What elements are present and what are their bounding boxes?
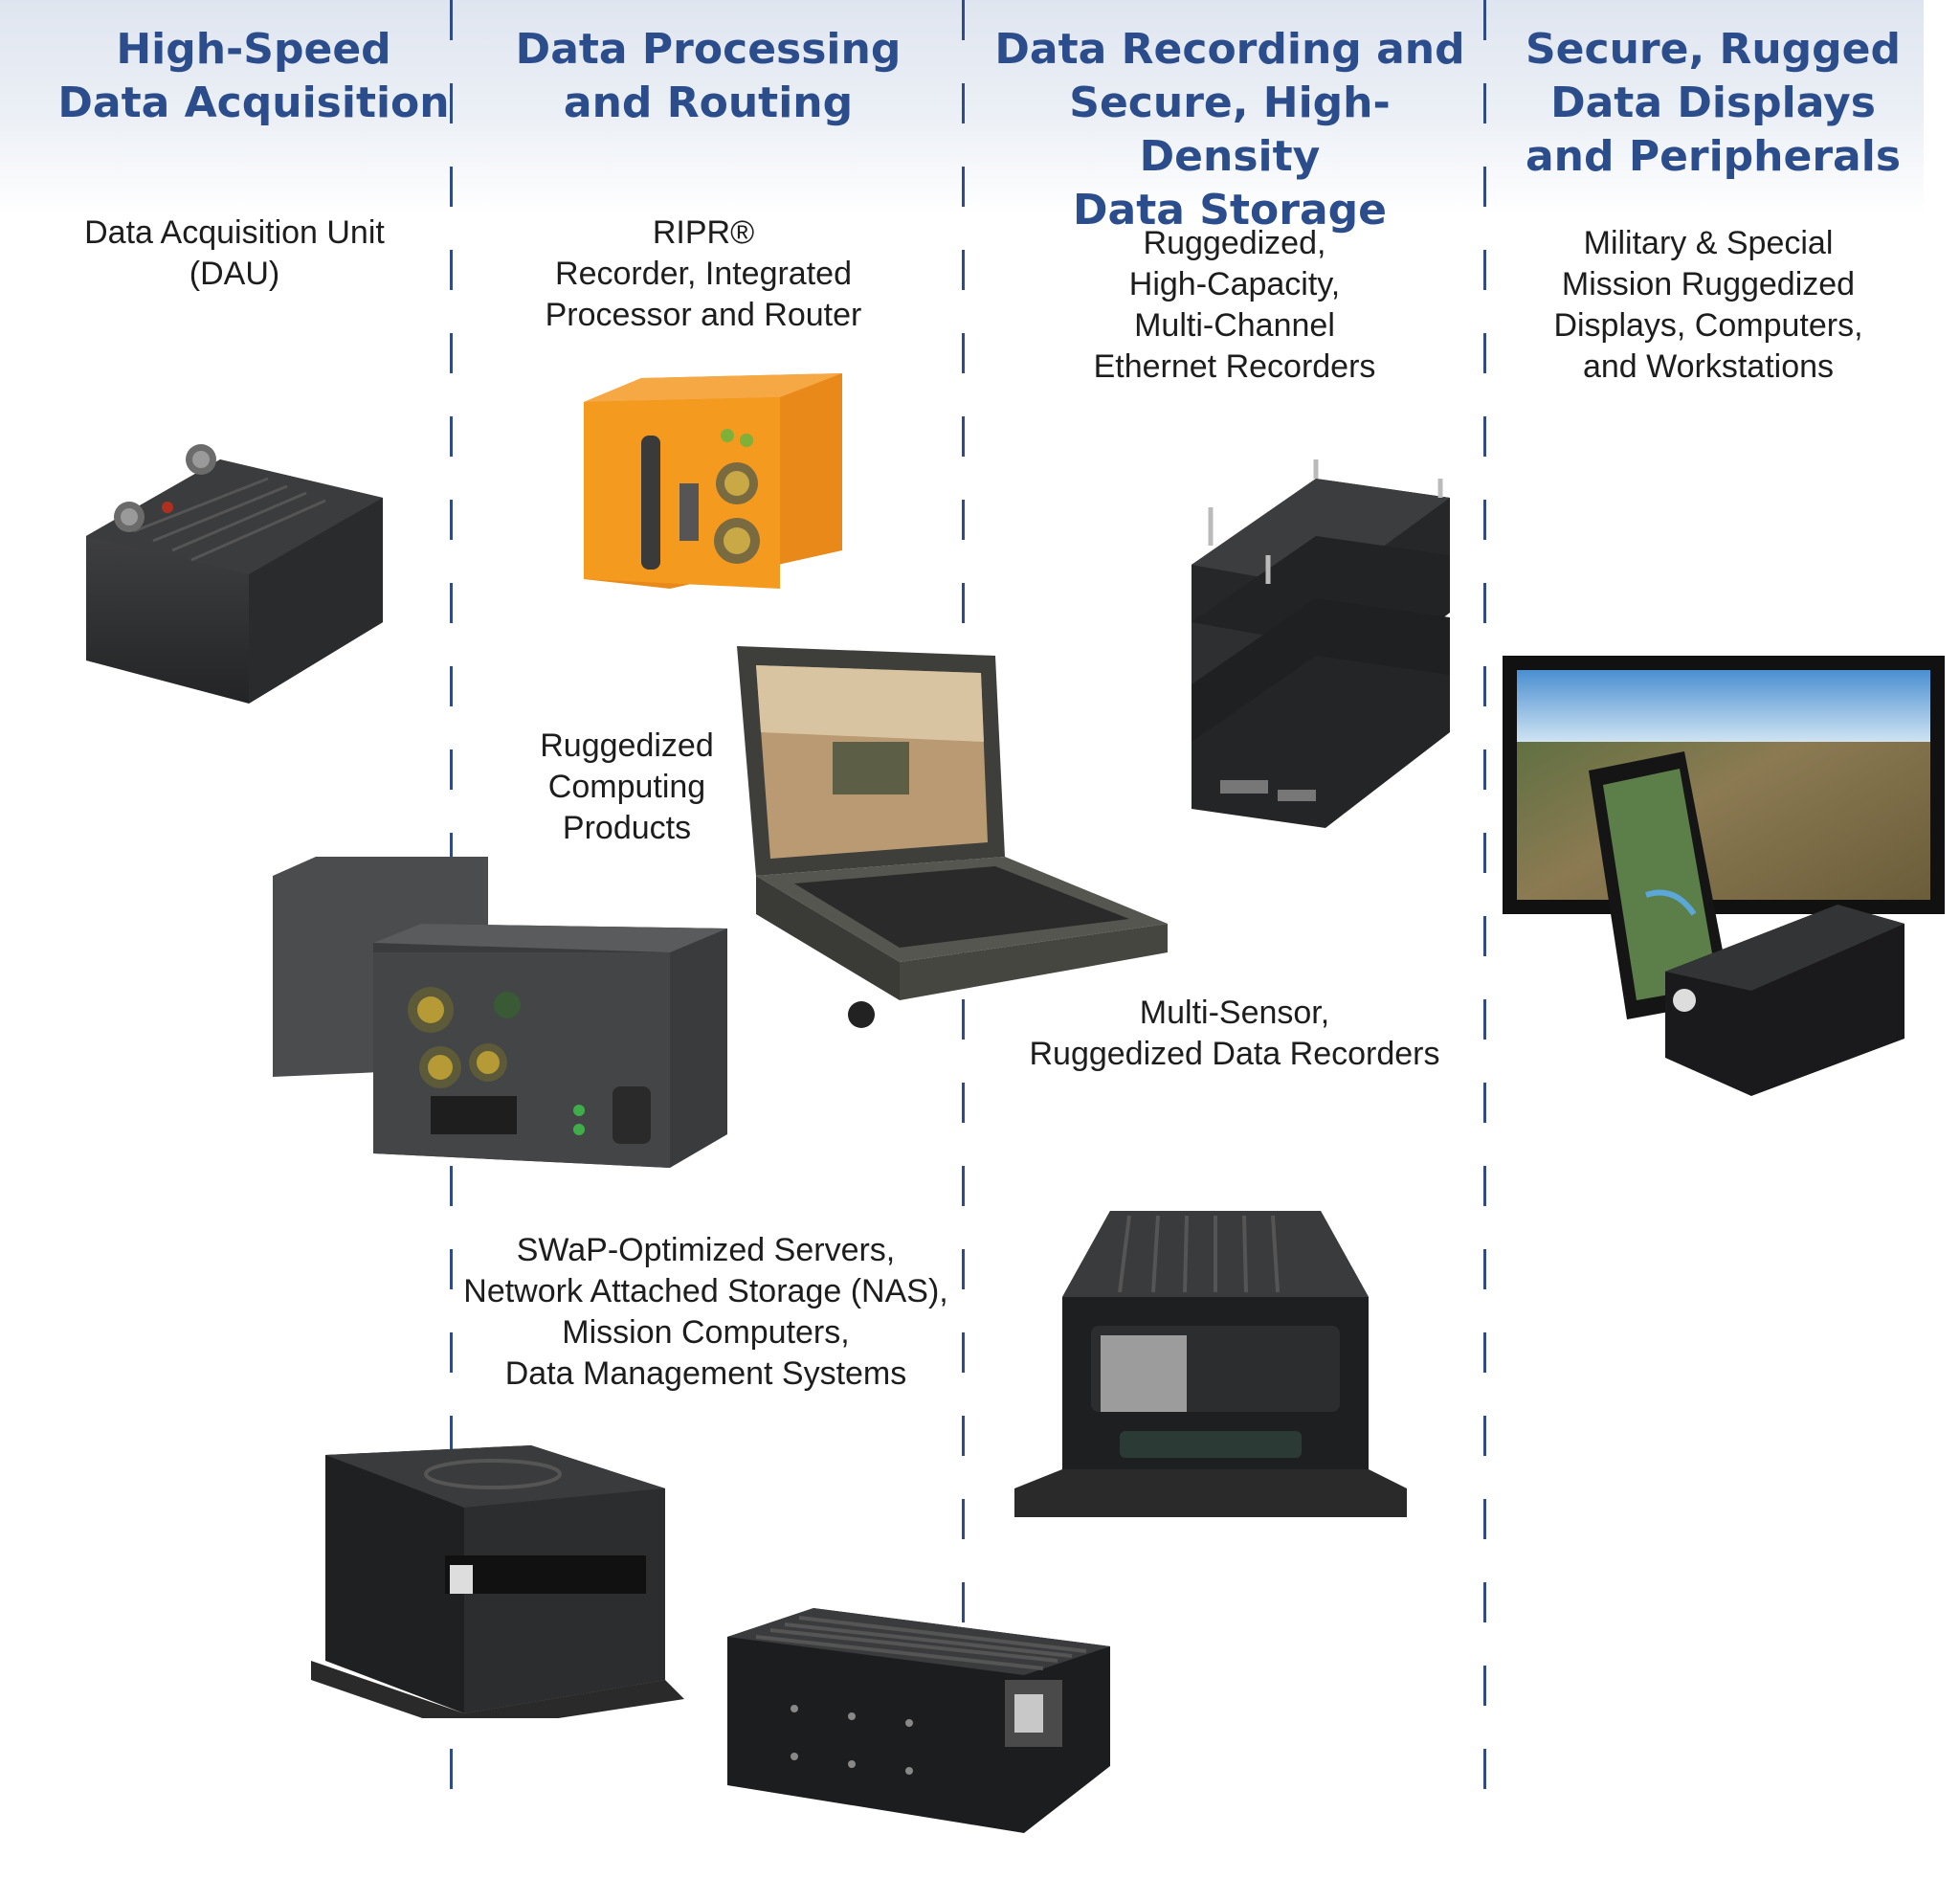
column-divider-3: [1483, 0, 1486, 1800]
product-ripr-orange: [574, 369, 852, 598]
product-displays-tablet-workstation: [1503, 656, 1948, 1106]
product-rugged-computer: [268, 847, 727, 1173]
label-swap-servers: SWaP-Optimized Servers, Network Attached…: [463, 1232, 948, 1392]
column-title-processing: Data Processing and Routing: [515, 25, 902, 127]
label-displays: Military & Special Mission Ruggedized Di…: [1553, 225, 1863, 385]
product-dau: [77, 440, 392, 708]
product-finned-recorder: [718, 1603, 1120, 1843]
product-multi-sensor-recorder: [1014, 1201, 1407, 1536]
label-ethernet-recorders: Ruggedized, High-Capacity, Multi-Channel…: [1093, 225, 1376, 385]
label-ruggedized-computing: Ruggedized Computing Products: [540, 727, 714, 846]
product-rugged-laptop: [727, 637, 1177, 1039]
label-ripr: RIPR® Recorder, Integrated Processor and…: [545, 214, 862, 333]
product-stacked-ethernet-recorders: [1182, 459, 1455, 861]
label-dau: Data Acquisition Unit (DAU): [84, 214, 385, 292]
column-title-recording: Data Recording and Secure, High-Density …: [994, 25, 1465, 235]
product-swap-server: [311, 1441, 684, 1718]
column-title-acquisition: High-Speed Data Acquisition: [57, 25, 450, 127]
column-title-displays: Secure, Rugged Data Displays and Periphe…: [1525, 25, 1902, 181]
label-multi-sensor-recorders: Multi-Sensor, Ruggedized Data Recorders: [1029, 995, 1440, 1072]
